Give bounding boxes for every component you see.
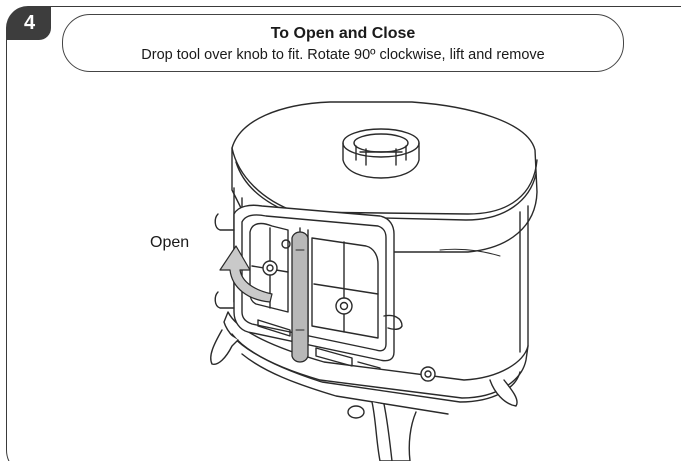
stove-legs: [210, 329, 518, 461]
step-number: 4: [23, 11, 36, 34]
instruction-header: To Open and Close Drop tool over knob to…: [62, 14, 624, 72]
step-number-badge: 4: [6, 6, 51, 40]
operating-tool: [291, 231, 309, 363]
open-arrow-icon: [219, 245, 273, 303]
panel-frame: [6, 6, 681, 461]
instruction-title: To Open and Close: [270, 25, 416, 42]
instruction-text: Drop tool over knob to fit. Rotate 90º c…: [141, 47, 545, 63]
open-direction-label: Open: [150, 234, 190, 251]
door-knobs: [262, 239, 436, 382]
door-hinges: [214, 213, 403, 331]
flue-collar: [342, 128, 420, 179]
